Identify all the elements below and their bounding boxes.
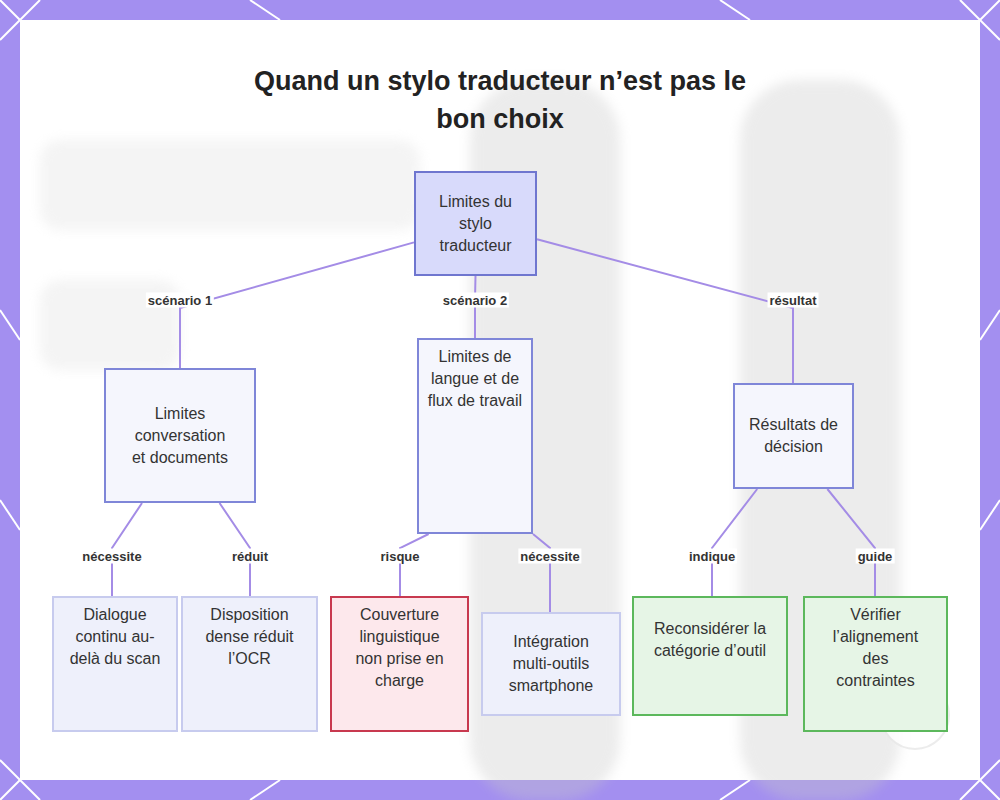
connector — [400, 534, 429, 596]
edge-label: guide — [856, 549, 895, 564]
connector — [180, 242, 414, 368]
process-box: Dialogue continu au-delà du scan — [52, 596, 178, 732]
node-text: Couverture linguistique non prise en cha… — [344, 604, 455, 692]
process-box: Intégration multi-outils smartphone — [481, 612, 621, 716]
process-box: Limites du stylo traducteur — [414, 171, 537, 276]
connector — [712, 489, 757, 596]
edge-label: scénario 2 — [441, 293, 509, 308]
connector — [537, 239, 793, 383]
process-box: Disposition dense réduit l’OCR — [181, 596, 318, 732]
node-text: Intégration multi-outils smartphone — [493, 631, 609, 697]
edge-label: nécessite — [518, 549, 581, 564]
process-box: Vérifier l’alignement des contraintes — [803, 596, 948, 732]
node-text: Reconsidérer la catégorie d’outil — [648, 618, 772, 662]
node-text: Disposition dense réduit l’OCR — [199, 604, 300, 670]
process-box: Limites conversation et documents — [104, 368, 256, 503]
process-box: Couverture linguistique non prise en cha… — [330, 596, 469, 732]
node-text: Résultats de décision — [747, 414, 840, 458]
edge-label: scénario 1 — [146, 293, 214, 308]
edge-label: résultat — [768, 293, 819, 308]
node-text: Limites du stylo traducteur — [424, 191, 527, 257]
diagram-title: Quand un stylo traducteur n’est pas le b… — [230, 62, 770, 138]
process-box: Limites de langue et de flux de travail — [417, 338, 533, 534]
process-box: Résultats de décision — [733, 383, 854, 489]
edge-label: indique — [687, 549, 737, 564]
node-text: Vérifier l’alignement des contraintes — [823, 604, 928, 692]
edge-label: réduit — [230, 549, 270, 564]
node-text: Dialogue continu au-delà du scan — [68, 604, 162, 670]
connector — [533, 534, 550, 612]
background-photo — [40, 80, 900, 800]
connector — [827, 489, 875, 596]
node-text: Limites conversation et documents — [130, 403, 230, 469]
process-box: Reconsidérer la catégorie d’outil — [632, 596, 788, 716]
edge-label: risque — [378, 549, 421, 564]
node-text: Limites de langue et de flux de travail — [427, 346, 523, 412]
edge-label: nécessite — [80, 549, 143, 564]
